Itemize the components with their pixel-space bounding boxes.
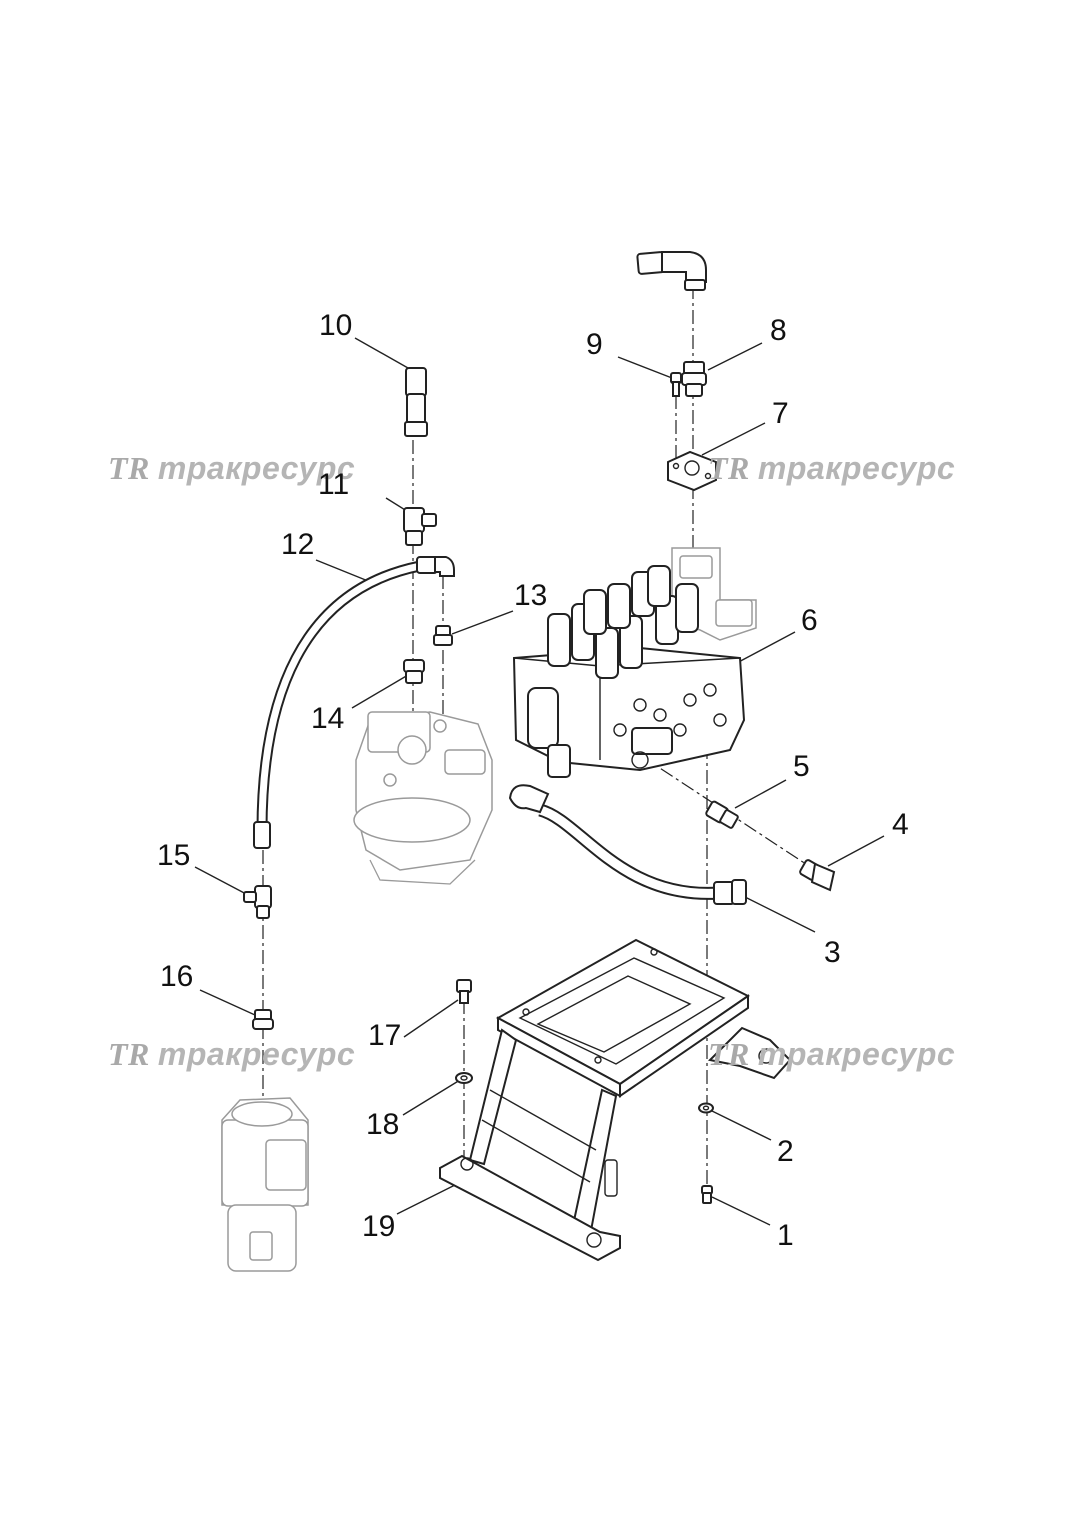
part-label-17: 17	[368, 1019, 402, 1052]
part-label-1: 1	[777, 1219, 794, 1252]
elbow-4	[799, 859, 836, 892]
part-label-10: 10	[319, 309, 353, 342]
control-valve-6	[512, 547, 757, 778]
bolt-9	[670, 372, 682, 397]
part-label-13: 13	[514, 579, 548, 612]
swing-motor-reference	[353, 711, 493, 885]
swivel-joint-reference	[221, 1097, 309, 1272]
watermark-text: тракресурс	[757, 1036, 956, 1072]
washer-2	[698, 1102, 714, 1114]
fitting-14	[403, 659, 425, 684]
watermark-text: тракресурс	[157, 450, 356, 486]
part-label-8: 8	[770, 314, 787, 347]
watermark-text: тракресурс	[157, 1036, 356, 1072]
bolt-1	[701, 1185, 713, 1204]
part-label-12: 12	[281, 528, 315, 561]
hose-10	[404, 251, 707, 437]
mount-frame-19	[439, 938, 792, 1262]
watermark-logo: TR	[708, 450, 750, 486]
part-label-4: 4	[892, 808, 909, 841]
part-label-11: 11	[318, 468, 350, 501]
watermark-logo: TR	[708, 1036, 750, 1072]
fitting-8	[681, 361, 707, 397]
hose-3	[508, 784, 747, 905]
part-label-9: 9	[586, 328, 603, 361]
watermark-logo: TR	[108, 450, 150, 486]
fitting-13	[433, 625, 453, 646]
part-label-7: 7	[772, 397, 789, 430]
flange-7	[667, 450, 717, 492]
watermark-logo: TR	[108, 1036, 150, 1072]
fitting-5	[705, 800, 739, 829]
part-label-2: 2	[777, 1135, 794, 1168]
part-label-3: 3	[824, 936, 841, 969]
part-label-19: 19	[362, 1210, 396, 1243]
part-label-5: 5	[793, 750, 810, 783]
tee-fitting-15	[243, 885, 272, 919]
part-label-16: 16	[160, 960, 194, 993]
tee-fitting-11	[403, 507, 437, 546]
bolt-17	[456, 979, 472, 1004]
part-label-6: 6	[801, 604, 818, 637]
part-label-18: 18	[366, 1108, 400, 1141]
fitting-16	[252, 1009, 274, 1030]
part-label-14: 14	[311, 702, 345, 735]
washer-18	[455, 1072, 473, 1084]
hose-12	[253, 556, 455, 849]
watermark-text: тракресурс	[757, 450, 956, 486]
part-label-15: 15	[157, 839, 191, 872]
